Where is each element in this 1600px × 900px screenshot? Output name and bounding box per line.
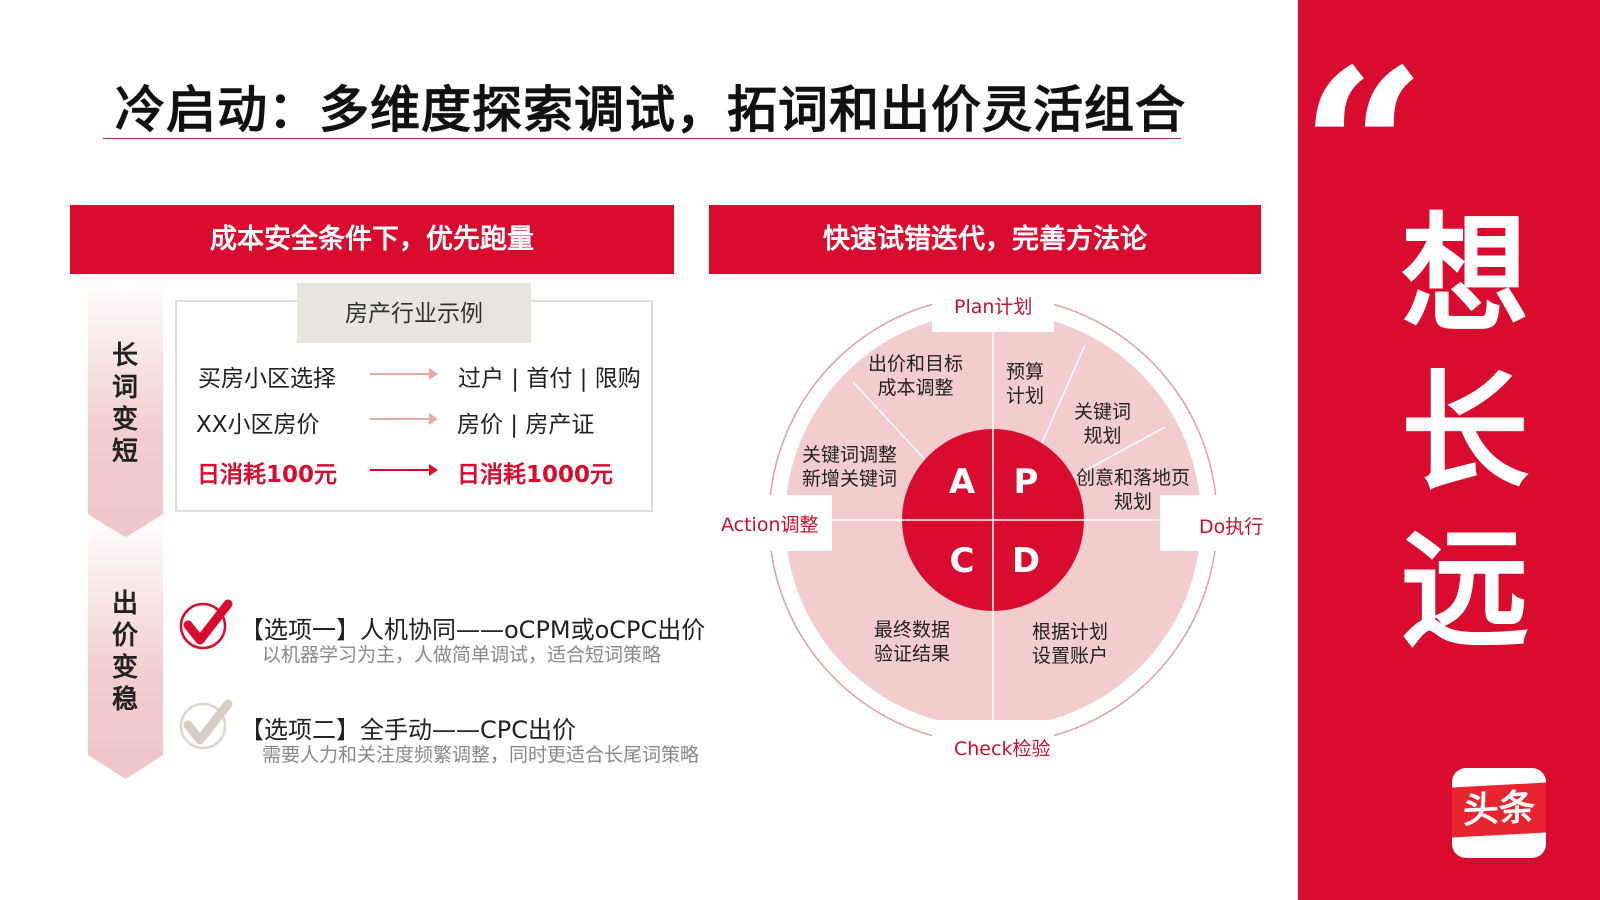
option-desc: 以机器学习为主，人做简单调试，适合短词策略	[262, 644, 662, 666]
option-title: 【选项一】人机协同——oCPM或oCPC出价	[240, 616, 706, 644]
segment-keyword-plan: 关键词 规划	[1074, 401, 1132, 447]
option-desc: 需要人力和关注度频繁调整，同时更适合长尾词策略	[262, 744, 700, 766]
strip-long-to-short	[88, 274, 163, 538]
strip-label: 出价变稳	[111, 589, 138, 715]
example-tab: 房产行业示例	[297, 283, 531, 343]
strip-bid-stable	[88, 515, 163, 779]
segment-bid: 出价和目标 成本调整	[868, 353, 964, 399]
phase-do: Do执行	[1195, 512, 1268, 539]
row-to: 过户 | 首付 | 限购	[458, 366, 641, 392]
letter-d: D	[1011, 541, 1041, 581]
side-panel	[1298, 0, 1600, 900]
row-from: 日消耗100元	[197, 462, 338, 488]
strip-label: 长词变短	[111, 341, 138, 467]
toutiao-logo: 头条	[1452, 768, 1546, 858]
segment-budget: 预算 计划	[1006, 361, 1045, 407]
title-underline	[103, 138, 1181, 139]
phase-plan: Plan计划	[950, 292, 1037, 319]
slogan-char: 想	[1400, 201, 1529, 350]
check-icon-inactive	[179, 699, 233, 750]
slogan-char: 长	[1400, 359, 1529, 508]
row-to: 房价 | 房产证	[457, 412, 595, 438]
quote-mark-icon: “	[1300, 20, 1427, 279]
left-header: 成本安全条件下，优先跑量	[70, 205, 674, 274]
phase-check: Check检验	[950, 734, 1055, 761]
slogan-char: 远	[1400, 516, 1529, 665]
segment-setup: 根据计划 设置账户	[1032, 621, 1109, 667]
letter-p: P	[1013, 462, 1039, 502]
row-to: 日消耗1000元	[457, 462, 614, 488]
option-title: 【选项二】全手动——CPC出价	[240, 716, 576, 744]
phase-action: Action调整	[717, 510, 823, 537]
pdca-diagram	[768, 295, 1218, 745]
arrow-icon	[370, 464, 438, 476]
letter-a: A	[948, 462, 976, 502]
arrow-icon	[370, 413, 438, 425]
segment-creative: 创意和落地页 规划	[1076, 467, 1191, 513]
letter-c: C	[949, 541, 975, 581]
segment-keyword-adjust: 关键词调整 新增关键词	[802, 444, 898, 490]
page-title: 冷启动：多维度探索调试，拓词和出价灵活组合	[115, 81, 1186, 139]
right-header: 快速试错迭代，完善方法论	[709, 205, 1261, 274]
segment-verify: 最终数据 验证结果	[874, 619, 951, 665]
row-from: XX小区房价	[196, 412, 320, 438]
arrow-icon	[370, 368, 438, 380]
row-from: 买房小区选择	[198, 366, 336, 392]
check-icon-active	[179, 599, 233, 650]
